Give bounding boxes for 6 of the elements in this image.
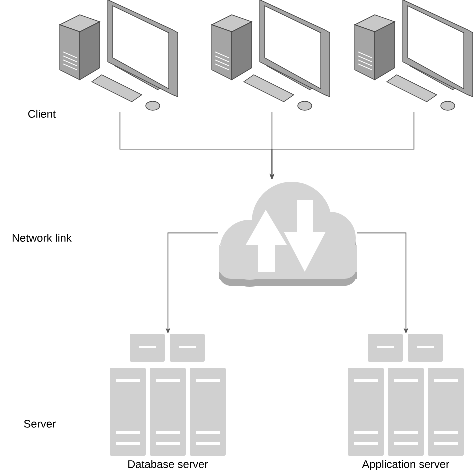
server-label: Database server	[128, 460, 208, 468]
row-label: Network link	[12, 234, 72, 242]
row-label: Client	[28, 110, 56, 118]
server-label: Application server	[362, 460, 450, 470]
cloud-drawing	[219, 182, 357, 287]
row-label: Server	[24, 420, 56, 428]
